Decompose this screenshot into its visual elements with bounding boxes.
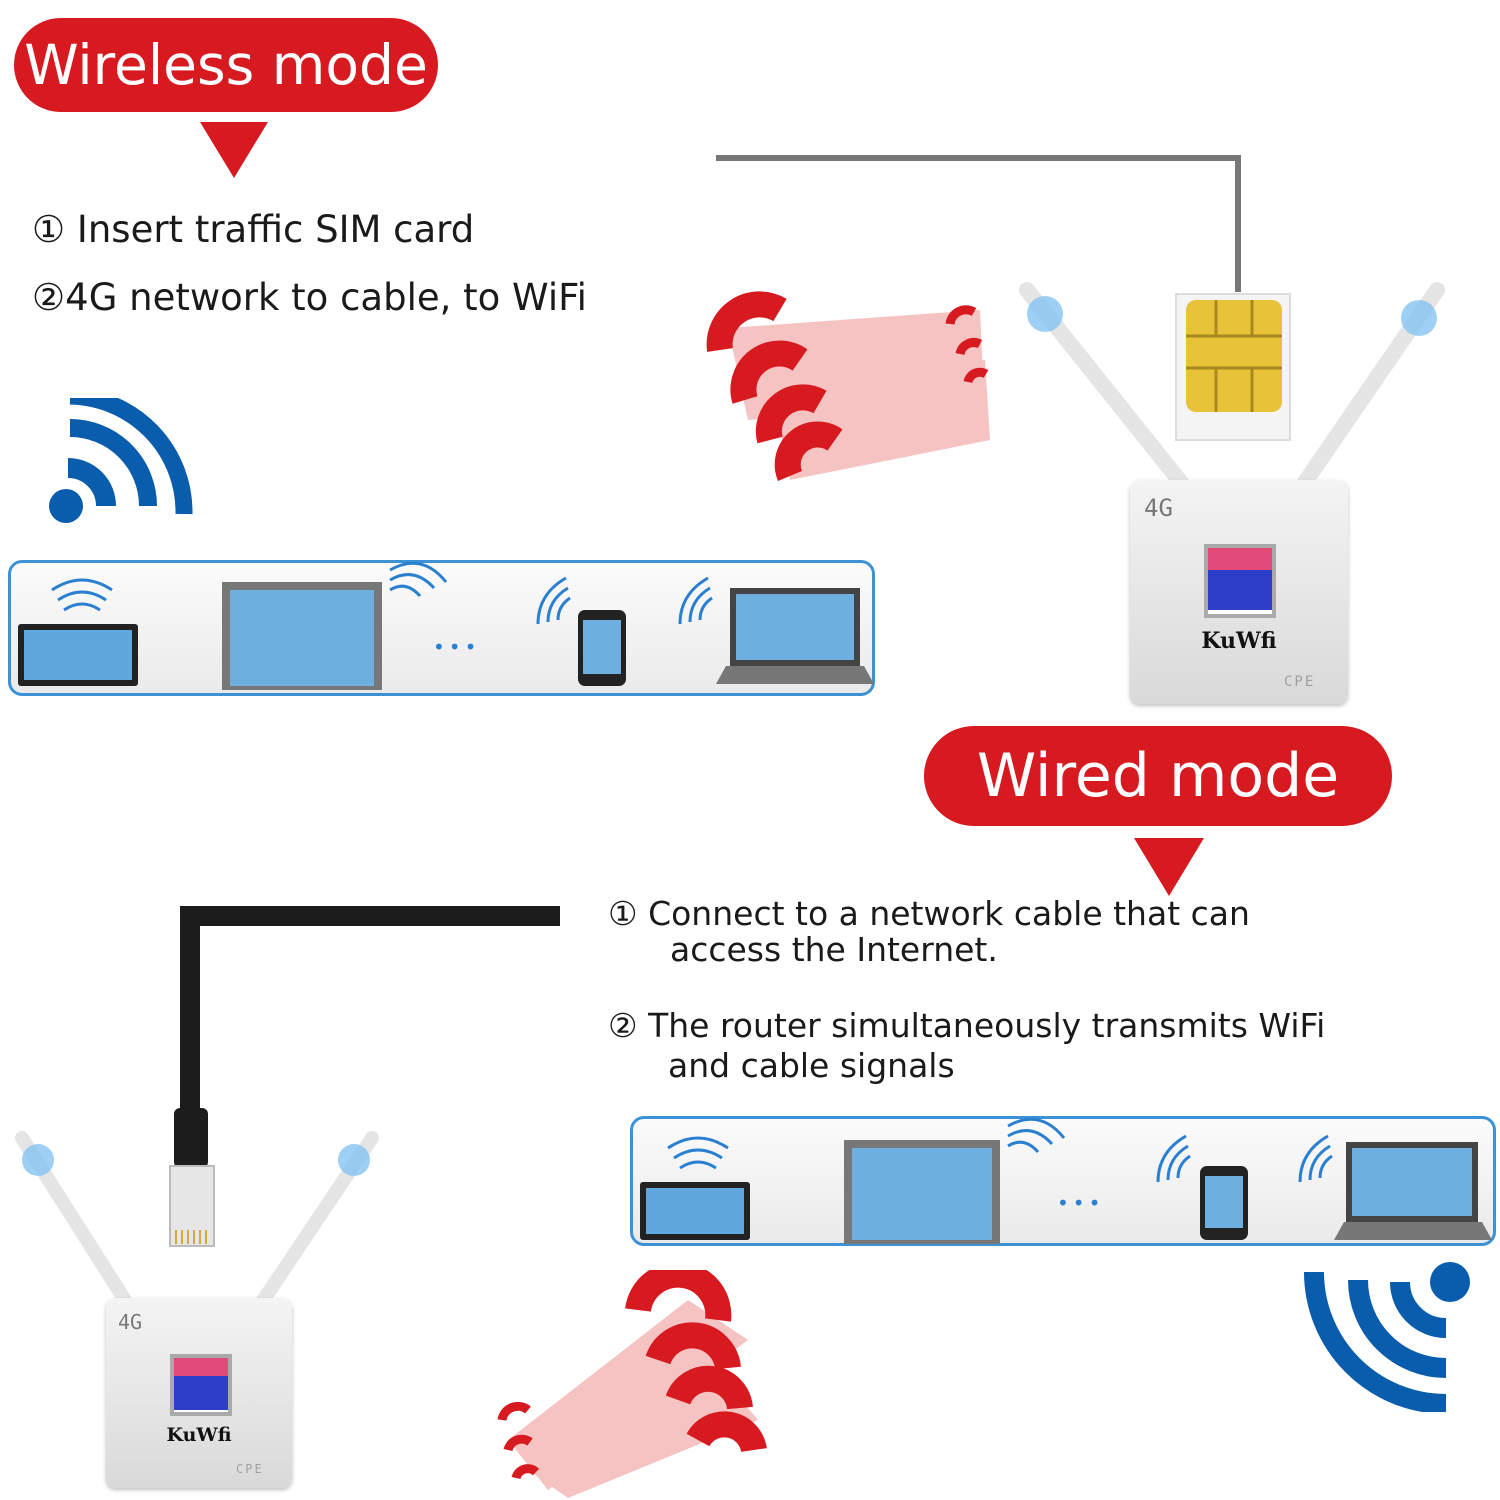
- wireless-arrow-icon: [200, 122, 268, 178]
- sim-cable-line: [716, 155, 1241, 292]
- signal-beam-icon: [706, 291, 990, 481]
- device-ellipsis: •••: [1057, 1191, 1105, 1215]
- router-band-label: 4G: [118, 1310, 143, 1334]
- wifi-icon: [667, 1136, 729, 1170]
- tablet-icon: [640, 1182, 750, 1240]
- ethernet-plug-icon: [169, 906, 560, 1247]
- router-top: 4G KuWfi CPE: [1130, 480, 1348, 704]
- wifi-icon: [1007, 1117, 1066, 1154]
- wireless-step-2: ②4G network to cable, to WiFi: [32, 276, 587, 319]
- laptop-icon: [716, 588, 874, 684]
- wifi-icon: [1156, 1134, 1191, 1183]
- wireless-mode-banner: Wireless mode: [14, 18, 438, 112]
- wired-device-strip: •••: [630, 1116, 1496, 1246]
- router-brand: KuWfi: [1201, 628, 1277, 654]
- wired-step-1-line-2: access the Internet.: [670, 930, 998, 969]
- wireless-mode-title: Wireless mode: [24, 33, 428, 97]
- router-screen: [1204, 544, 1276, 618]
- wireless-step-1: ① Insert traffic SIM card: [32, 208, 475, 251]
- wired-arrow-icon: [1134, 838, 1204, 896]
- wired-mode-title: Wired mode: [976, 741, 1340, 811]
- wired-mode-banner: Wired mode: [924, 726, 1392, 826]
- tablet-icon: [18, 624, 138, 686]
- router-model: CPE: [236, 1462, 264, 1476]
- monitor-icon: [844, 1140, 1000, 1244]
- router-screen: [170, 1354, 232, 1416]
- signal-beam-icon: [497, 1270, 767, 1498]
- router-band-label: 4G: [1144, 494, 1173, 522]
- monitor-icon: [222, 582, 382, 690]
- wifi-icon: [51, 578, 113, 612]
- laptop-icon: [1334, 1142, 1492, 1240]
- router-bottom: 4G KuWfi CPE: [106, 1298, 292, 1488]
- phone-icon: [578, 610, 626, 686]
- wired-step-2-line-1: ② The router simultaneously transmits Wi…: [608, 1006, 1326, 1045]
- antenna-left: [1019, 282, 1191, 493]
- router-model: CPE: [1284, 674, 1316, 690]
- wifi-icon: [536, 576, 571, 625]
- wifi-icon: [49, 398, 193, 523]
- wired-step-1-line-1: ① Connect to a network cable that can: [608, 894, 1250, 933]
- sim-card-icon: [1175, 293, 1291, 441]
- wifi-icon: [1298, 1134, 1333, 1183]
- wireless-device-strip: •••: [8, 560, 875, 696]
- antenna-right: [1295, 282, 1445, 493]
- wired-step-2-line-2: and cable signals: [668, 1046, 955, 1085]
- wifi-icon: [678, 576, 713, 625]
- antenna-left: [15, 1131, 137, 1315]
- device-ellipsis: •••: [433, 635, 481, 659]
- wifi-icon: [389, 561, 448, 598]
- router-brand: KuWfi: [166, 1424, 232, 1446]
- wifi-icon: [1304, 1262, 1470, 1412]
- antenna-right: [251, 1131, 379, 1315]
- phone-icon: [1200, 1166, 1248, 1240]
